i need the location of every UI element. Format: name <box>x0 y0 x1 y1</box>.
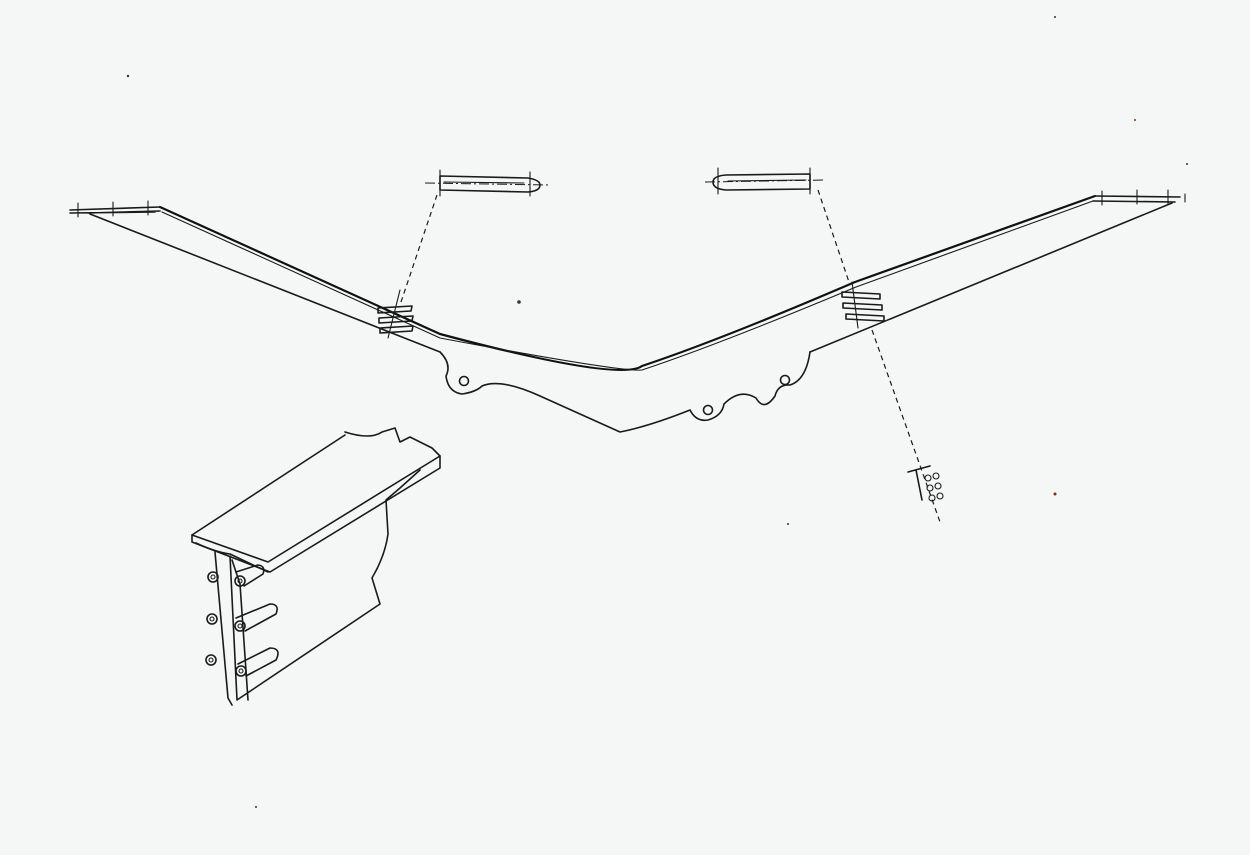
v-bar-bottom-profile <box>439 351 811 433</box>
right-pin-detail <box>704 167 851 286</box>
v-bar-top-edge-inner <box>161 200 1094 371</box>
left-pin-leader <box>399 194 438 306</box>
profile-section-view <box>191 427 441 706</box>
lug-hole-2 <box>702 404 714 416</box>
paper-specks <box>126 16 1188 808</box>
left-pin-detail <box>399 169 551 306</box>
right-pin-centerline <box>704 179 827 183</box>
v-bar-lower-edge-left <box>89 213 441 353</box>
flange-top-surface <box>191 427 441 536</box>
fastener-loops <box>924 472 944 502</box>
right-slot-3 <box>845 313 885 322</box>
right-tip-ticks <box>1101 189 1169 206</box>
web-face <box>229 469 421 701</box>
right-slot-group <box>841 281 885 329</box>
right-slot-axis <box>851 281 859 329</box>
web-pegs <box>234 564 279 677</box>
v-shaped-bar <box>69 189 1186 433</box>
right-pin-end-line <box>717 167 811 195</box>
peg-2 <box>235 603 278 632</box>
left-slot-axis <box>387 289 401 339</box>
lug-hole-3 <box>779 374 791 386</box>
fastener-leader <box>871 329 941 523</box>
v-bar-left-tip <box>69 206 161 214</box>
left-pin-inner-line <box>443 181 525 184</box>
right-slot-2 <box>842 302 883 311</box>
web-left-edge <box>214 551 233 706</box>
left-slot-group <box>377 289 414 339</box>
left-slot-3 <box>379 325 414 334</box>
left-tip-ticks <box>77 200 149 218</box>
left-slot-2 <box>378 315 414 324</box>
lug-hole-1 <box>458 375 470 387</box>
flange-front-edge <box>191 455 441 573</box>
left-slot-1 <box>377 305 413 314</box>
left-pin-centerline <box>424 182 551 186</box>
right-fastener <box>871 329 944 523</box>
fastener-shank <box>915 469 923 501</box>
flange-underside <box>195 542 269 573</box>
v-bar-top-edge <box>158 194 1097 372</box>
v-bar-lower-edge-right <box>809 202 1173 353</box>
right-pin-leader <box>817 189 851 286</box>
right-slot-1 <box>841 291 881 300</box>
web-rib <box>231 559 249 701</box>
peg-3 <box>237 647 279 677</box>
left-pin-body <box>439 175 541 193</box>
peg-1 <box>235 564 265 587</box>
fastener-head <box>907 465 931 473</box>
web-knobs-left <box>205 571 219 666</box>
